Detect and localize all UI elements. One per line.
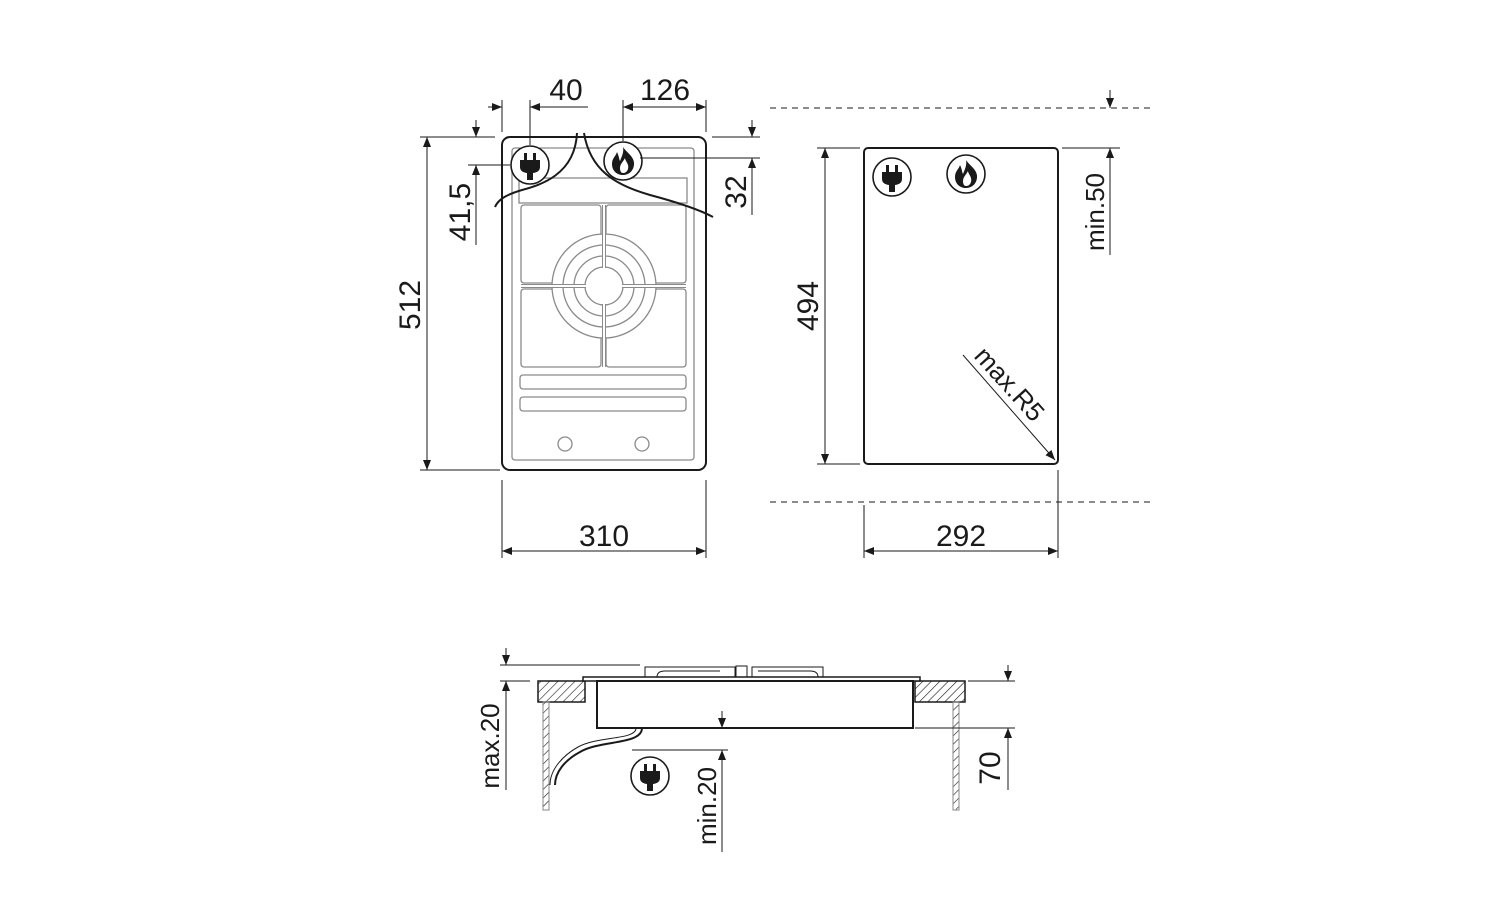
burner: [521, 205, 686, 367]
dim-top-thickness: max.20: [475, 703, 505, 788]
gas-flame-icon: [603, 141, 643, 181]
side-view: max.20 min.20 70: [475, 648, 1015, 852]
gas-flame-icon: [946, 154, 986, 194]
dim-gas-depth: 32: [720, 175, 753, 208]
worktop-section: [914, 680, 966, 703]
hob-inner-frame: [511, 147, 695, 461]
dim-cutout-depth: 494: [792, 281, 825, 331]
dim-cutout-width: 292: [936, 520, 986, 553]
power-cable: [554, 728, 643, 786]
plug-icon: [510, 145, 550, 185]
cutout-view: 494 292 min.50 max.R5: [770, 90, 1155, 558]
dim-width: 310: [579, 520, 629, 553]
control-bar: [519, 374, 687, 390]
hob-body: [596, 680, 914, 729]
worktop-section: [537, 680, 586, 703]
cutout-outline: [863, 147, 1059, 465]
knob: [557, 436, 573, 452]
plug-icon: [872, 157, 912, 197]
dim-depth: 512: [394, 280, 427, 330]
dim-plug-offset: 40: [549, 74, 582, 107]
dim-back-clearance: min.50: [1080, 173, 1110, 251]
dim-plug-depth: 41,5: [444, 183, 477, 241]
dim-corner-radius: max.R5: [969, 341, 1051, 428]
hob-outline: [501, 136, 707, 471]
dim-depth-below: 70: [974, 751, 1007, 784]
plug-icon: [630, 756, 670, 796]
knob: [634, 436, 650, 452]
dim-cable-clearance: min.20: [692, 767, 722, 845]
cabinet-wall: [952, 701, 960, 811]
cabinet-wall: [542, 701, 550, 811]
top-view-dimensions: 40 126 41,5 32 512 310: [394, 74, 760, 558]
hob-top-view: [494, 132, 714, 471]
dim-gas-offset: 126: [640, 74, 690, 107]
